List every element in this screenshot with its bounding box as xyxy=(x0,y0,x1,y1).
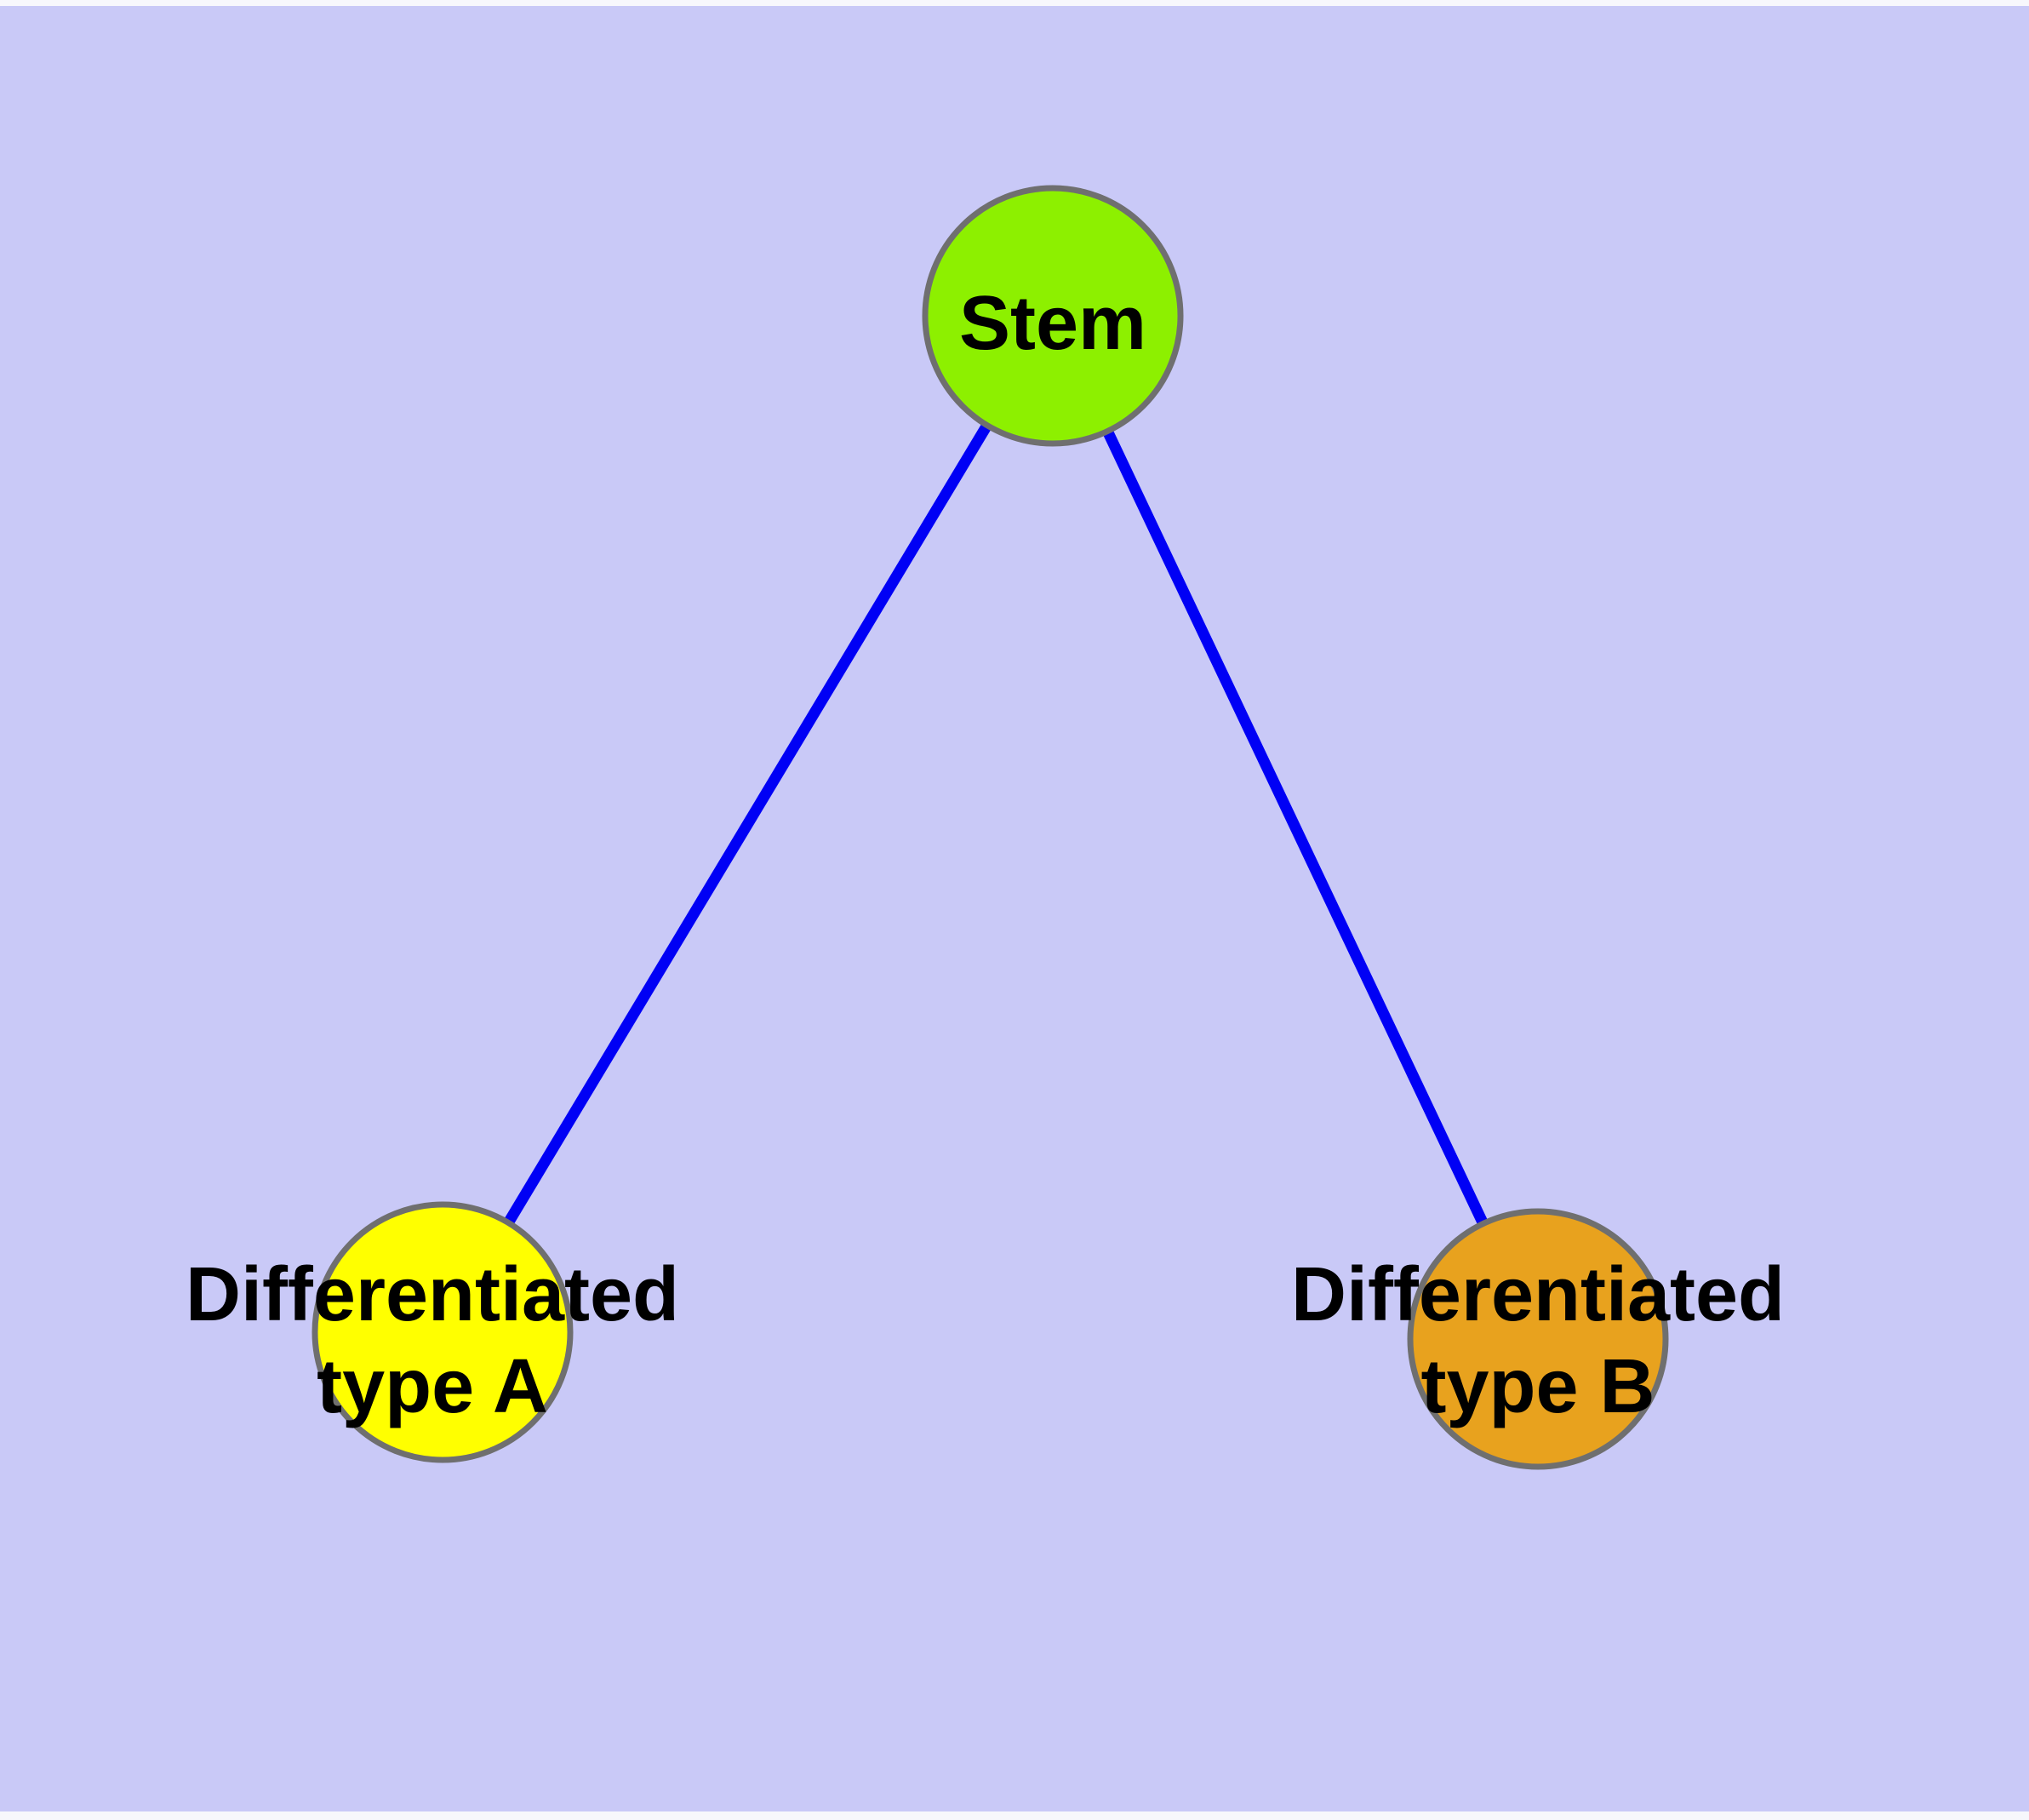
node-differentiated-type-a xyxy=(311,1201,574,1463)
node-stem xyxy=(922,185,1184,447)
node-differentiated-type-a-label-line2: type A xyxy=(317,1344,548,1429)
node-differentiated-type-a-label-line1: Differentiated xyxy=(186,1252,679,1337)
node-stem-label: Stem xyxy=(959,281,1146,366)
node-differentiated-type-b xyxy=(1407,1208,1669,1470)
edge-stem-to-differentiated-type-b xyxy=(1048,313,1543,1342)
node-differentiated-type-b-label-line1: Differentiated xyxy=(1291,1252,1785,1337)
edge-stem-to-differentiated-type-a xyxy=(437,312,1058,1336)
node-differentiated-type-b-label-line2: type B xyxy=(1420,1344,1655,1429)
